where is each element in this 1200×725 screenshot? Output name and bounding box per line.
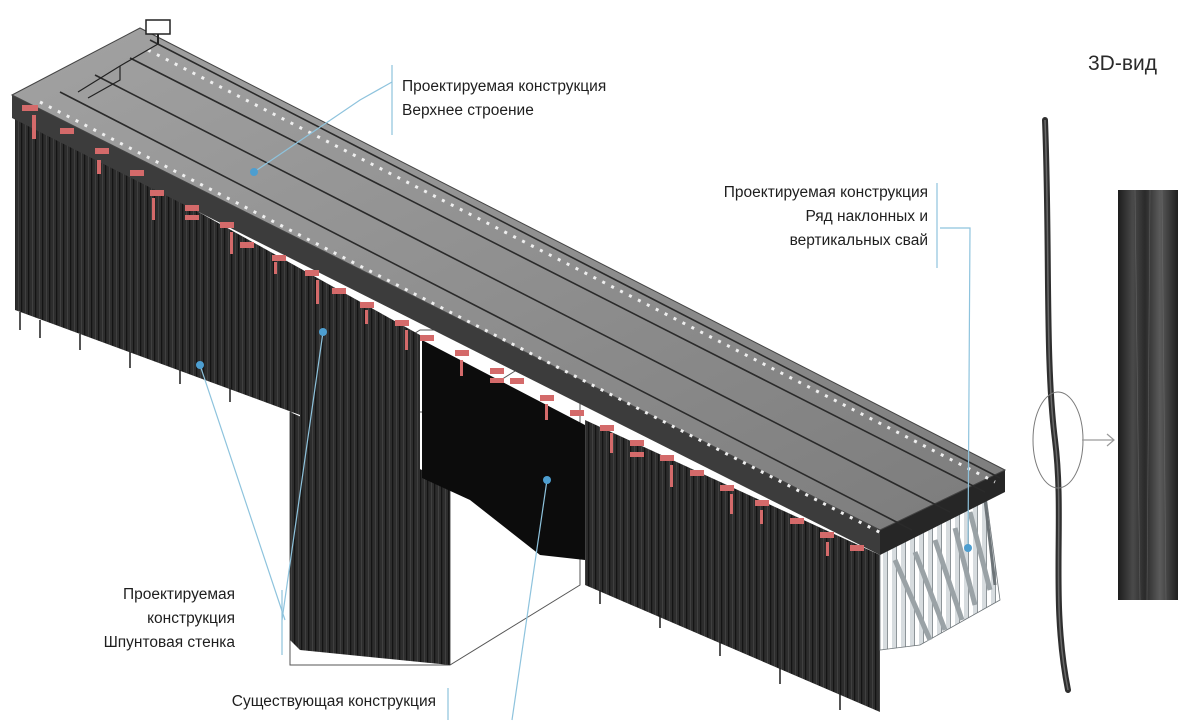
leader-lines xyxy=(199,65,971,721)
zoom-arrow-icon xyxy=(1082,433,1115,447)
wall-bottom-edge xyxy=(19,312,841,710)
callout-sheet-pile-wall-line2: конструкция xyxy=(147,610,235,627)
callout-sheet-pile-wall-line1: Проектируемая xyxy=(122,586,235,603)
sheet-pile-wall-right xyxy=(585,420,880,712)
callout-existing: Существующая конструкция xyxy=(232,690,436,714)
callout-superstructure-line1: Проектируемая конструкция xyxy=(402,78,607,95)
callout-piles-line1: Проектируемая конструкция xyxy=(723,184,928,201)
existing-structure xyxy=(422,340,585,560)
superstructure-front xyxy=(12,95,880,555)
pile-row xyxy=(879,487,1001,651)
callout-existing-line1: Существующая конструкция xyxy=(231,693,436,710)
deck-rails xyxy=(59,39,1001,531)
callout-piles-line2: Ряд наклонных и xyxy=(805,208,928,225)
callout-sheet-pile-wall: Проектируемая конструкция Шпунтовая стен… xyxy=(104,583,235,655)
leader-dots xyxy=(196,168,972,552)
callout-piles: Проектируемая конструкция Ряд наклонных … xyxy=(724,181,928,253)
deck-bollards-left xyxy=(39,100,886,537)
view-title: 3D-вид xyxy=(1088,52,1157,75)
sheet-pile-wall-front xyxy=(290,412,450,665)
marker-icon xyxy=(22,105,864,556)
deck-crane-icon xyxy=(77,19,171,99)
superstructure-end xyxy=(880,470,1005,555)
superstructure-deck xyxy=(10,27,1007,531)
callout-superstructure-line2: Верхнее строение xyxy=(402,102,534,119)
callout-superstructure: Проектируемая конструкция Верхнее строен… xyxy=(402,75,606,123)
callout-piles-line3: вертикальных свай xyxy=(789,232,928,249)
rod-zoom-texture xyxy=(1134,189,1167,601)
rod-zoom-panel xyxy=(1118,190,1178,600)
deck-bollards-right xyxy=(147,48,996,484)
sheet-pile-wall-left xyxy=(15,110,420,470)
rod-detail-icon xyxy=(1032,117,1084,693)
callout-sheet-pile-wall-line3: Шпунтовая стенка xyxy=(103,634,235,651)
